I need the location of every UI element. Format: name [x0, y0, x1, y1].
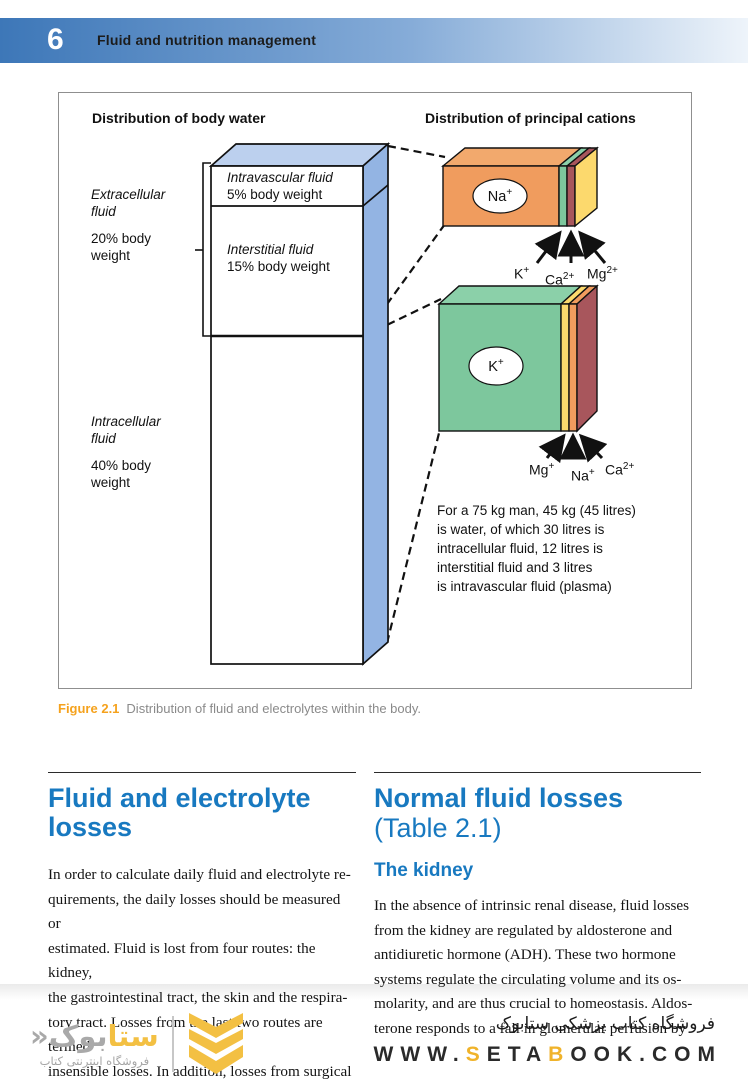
extracellular-arrows — [534, 229, 607, 264]
section-rule — [374, 772, 701, 773]
interstitial-pct: 15% body weight — [227, 259, 330, 274]
sodium-bubble — [472, 178, 528, 214]
intravascular-pct: 5% body weight — [227, 187, 323, 202]
setabook-wordmark: ستابوک« — [30, 1019, 159, 1053]
store-title-farsi: فروشگاه کتاب پزشکی ستابوک — [495, 1014, 715, 1034]
url-segment: B — [548, 1043, 571, 1066]
figure-caption: Figure 2.1 Distribution of fluid and elec… — [58, 701, 421, 716]
calcium-slice — [566, 165, 576, 227]
figure-caption-text: Distribution of fluid and electrolytes w… — [126, 701, 422, 716]
extracellular-cations-box — [441, 146, 599, 228]
section-heading-right: Normal fluid losses(Table 2.1) — [374, 783, 624, 844]
intracellular-pct: 40% body weight — [91, 458, 152, 490]
body-water-heading: Distribution of body water — [92, 110, 266, 126]
url-segment: OOK.COM — [570, 1043, 722, 1066]
section-normal-fluid-losses: Normal fluid losses(Table 2.1) The kidne… — [374, 772, 701, 1042]
section-heading-right-light: (Table 2.1) — [374, 813, 502, 843]
potassium-ion-label: K+ — [488, 357, 504, 375]
chapter-header-bar: 6 Fluid and nutrition management — [0, 18, 748, 63]
section-rule — [48, 772, 356, 773]
icf-arrow-ion-ca: Ca2+ — [605, 461, 635, 478]
column-top-face — [208, 143, 391, 167]
chapter-number: 6 — [47, 23, 64, 56]
figure-note: For a 75 kg man, 45 kg (45 litres) is wa… — [437, 503, 636, 594]
url-segment: ETA — [486, 1043, 549, 1066]
intracellular-cations-box — [437, 284, 599, 433]
magnesium-slice — [560, 303, 570, 432]
ecf-arrow-ion-ca: Ca2+ — [545, 271, 575, 288]
principal-cations-heading: Distribution of principal cations — [425, 110, 636, 126]
icf-arrow-ion-na: Na+ — [571, 467, 595, 484]
calcium-end-face — [576, 284, 598, 433]
potassium-bubble — [468, 346, 524, 386]
chapter-title: Fluid and nutrition management — [97, 32, 317, 48]
setabook-logo[interactable]: ستابوک« فروشگاه اینترنتی کتاب — [30, 1012, 245, 1075]
icf-arrow-ion-mg: Mg+ — [529, 461, 555, 478]
figure-diagram — [195, 142, 608, 666]
ecf-arrow-ion-mg: Mg2+ — [587, 265, 618, 282]
section-fluid-electrolyte-losses: Fluid and electrolyte losses In order to… — [48, 772, 356, 1080]
setabook-logo-subtitle: فروشگاه اینترنتی کتاب — [39, 1054, 150, 1068]
subsection-heading-kidney: The kidney — [374, 860, 474, 881]
intravascular-label: Intravascular fluid — [227, 170, 333, 185]
ecf-arrow-ion-k: K+ — [514, 265, 530, 282]
setabook-chevrons-icon — [188, 1013, 243, 1074]
column-side-face — [362, 142, 389, 666]
section-body-right: In the absence of intrinsic renal diseas… — [374, 897, 693, 1037]
intracellular-arrows — [538, 432, 608, 464]
intracellular-label: Intracellular fluid — [91, 414, 161, 446]
url-segment: WWW. — [373, 1043, 466, 1066]
column-front-face — [210, 165, 364, 665]
figure-caption-label: Figure 2.1 — [58, 701, 120, 716]
body-water-column — [208, 142, 391, 666]
page-scan-shadow — [0, 984, 748, 1000]
magnesium-end-face — [574, 146, 598, 228]
sodium-slice — [568, 303, 578, 432]
logo-divider — [171, 1015, 174, 1072]
figure-panel: Distribution of body water Distribution … — [58, 92, 692, 689]
section-heading-left: Fluid and electrolyte losses — [48, 783, 311, 842]
potassium-slice — [558, 165, 568, 227]
extracellular-pct: 20% body weight — [91, 231, 152, 263]
section-body-left: In order to calculate daily fluid and el… — [48, 866, 352, 1080]
extracellular-bracket — [195, 162, 211, 337]
url-segment: S — [465, 1043, 487, 1066]
interstitial-label: Interstitial fluid — [227, 242, 314, 257]
sodium-ion-label: Na+ — [487, 187, 513, 205]
store-url-link[interactable]: WWW.SETABOOK.COM — [374, 1043, 722, 1067]
extracellular-label: Extracellular fluid — [91, 187, 166, 219]
